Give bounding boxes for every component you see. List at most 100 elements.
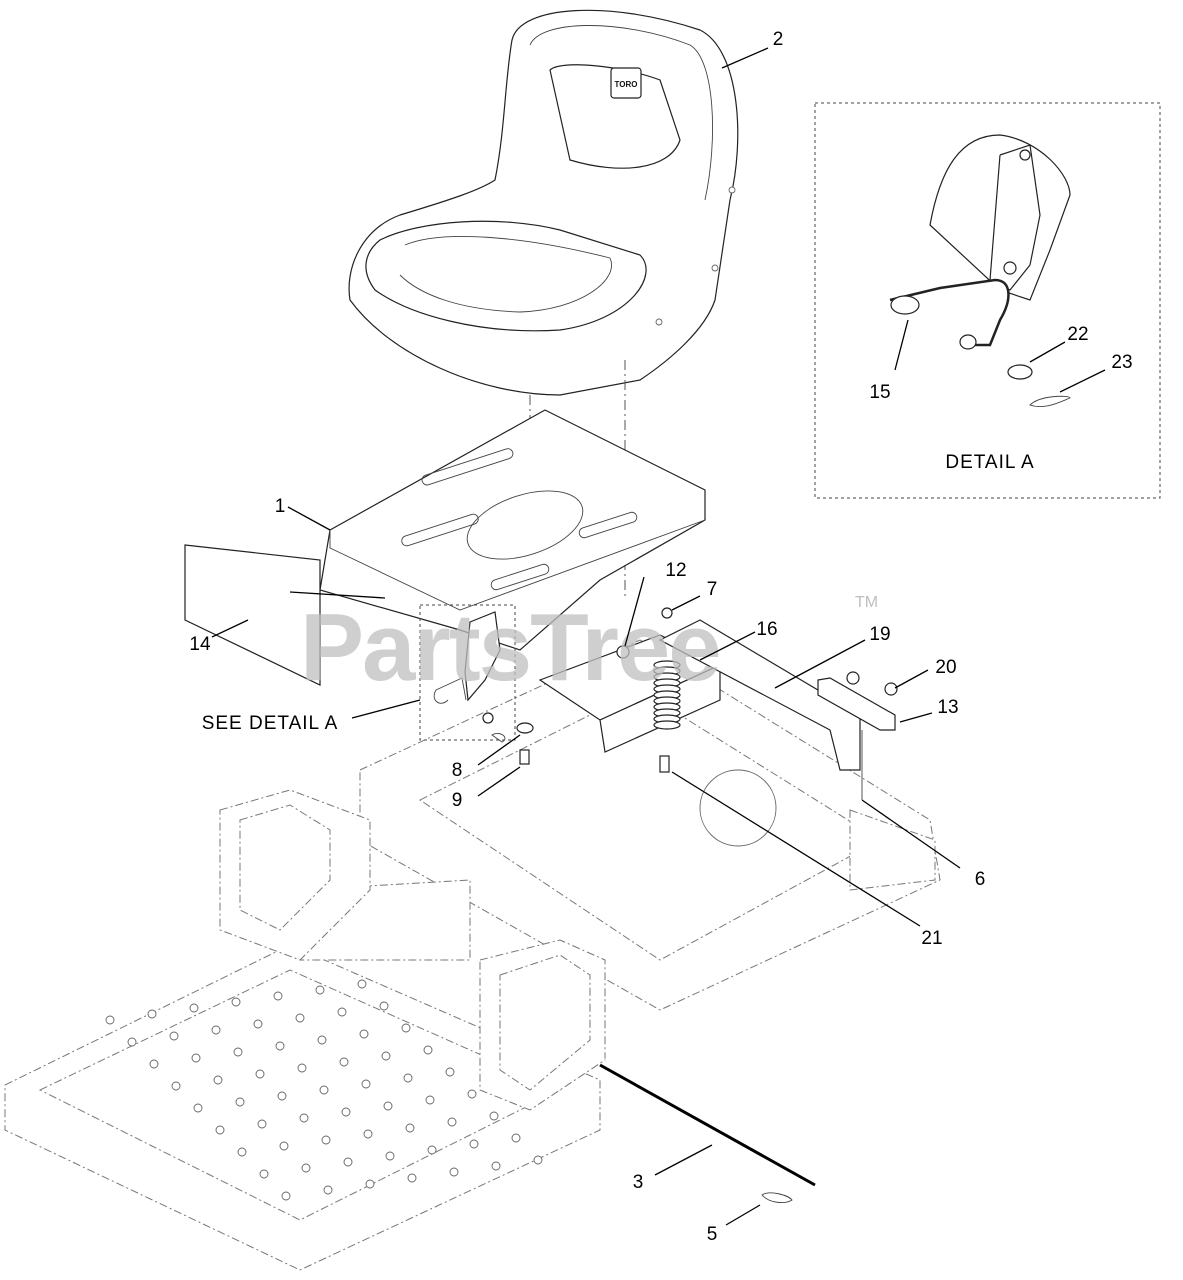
callout-20: 20 — [935, 657, 956, 678]
bolt-9 — [519, 749, 530, 765]
deck-hole — [533, 1155, 543, 1165]
deck-hole — [105, 1015, 115, 1025]
deck-hole — [403, 1073, 413, 1083]
deck-hole — [279, 1141, 289, 1151]
mower-frame — [4, 639, 941, 1271]
deck-hole — [235, 1097, 245, 1107]
deck-hole — [277, 1091, 287, 1101]
deck-hole — [233, 1047, 243, 1057]
deck-hole — [323, 1185, 333, 1195]
deck-hole — [423, 1045, 433, 1055]
spring-coil — [653, 720, 681, 730]
bolt-12 — [616, 645, 630, 659]
bolt-20 — [884, 682, 898, 696]
deck-hole — [259, 1169, 269, 1179]
deck-hole — [447, 1117, 457, 1127]
deck-hole — [295, 1013, 305, 1023]
deck-hole — [191, 1053, 201, 1063]
seat: TORO — [348, 9, 739, 396]
callout-7: 7 — [707, 579, 718, 600]
callout-19: 19 — [869, 624, 890, 645]
deck-hole — [363, 1129, 373, 1139]
callout-8: 8 — [452, 760, 463, 781]
deck-hole — [297, 1063, 307, 1073]
callout-1: 1 — [275, 496, 286, 517]
deck-hole — [339, 1057, 349, 1067]
deck-hole — [299, 1113, 309, 1123]
deck-hole — [359, 1029, 369, 1039]
deck-hole — [169, 1031, 179, 1041]
seat-badge — [610, 67, 642, 99]
deck-hole — [401, 1023, 411, 1033]
deck-hole — [467, 1089, 477, 1099]
decal-strip — [184, 544, 386, 686]
deck-hole — [357, 979, 367, 989]
deck-hole — [511, 1133, 521, 1143]
seat-badge-text: TORO — [615, 80, 638, 89]
nut-7 — [661, 607, 673, 619]
deck-hole — [255, 1069, 265, 1079]
bolt-19 — [846, 671, 860, 685]
detail-a-title: DETAIL A — [945, 452, 1034, 473]
deck-hole — [337, 1007, 347, 1017]
callout-3: 3 — [633, 1172, 644, 1193]
deck-hole — [281, 1191, 291, 1201]
seat-support-assembly — [538, 619, 896, 800]
callout-2: 2 — [773, 29, 784, 50]
deck-hole — [301, 1163, 311, 1173]
deck-hole — [211, 1025, 221, 1035]
deck-hole — [253, 1019, 263, 1029]
watermark-text: PartsTree — [300, 594, 720, 701]
deck-hole — [321, 1135, 331, 1145]
deck-hole — [275, 1041, 285, 1051]
deck-hole — [381, 1051, 391, 1061]
washer-8 — [516, 722, 534, 734]
deck-hole — [407, 1173, 417, 1183]
deck-hole — [231, 997, 241, 1007]
callout-12: 12 — [665, 560, 686, 581]
deck-hole — [193, 1103, 203, 1113]
callout-22: 22 — [1067, 324, 1088, 345]
deck-hole — [215, 1125, 225, 1135]
deck-hole — [257, 1119, 267, 1129]
deck-hole — [469, 1139, 479, 1149]
deck-hole — [341, 1107, 351, 1117]
callout-5: 5 — [707, 1224, 718, 1245]
see-detail-a: SEE DETAIL A — [202, 713, 339, 734]
deck-hole — [425, 1095, 435, 1105]
deck-hole — [489, 1111, 499, 1121]
callout-13: 13 — [937, 697, 958, 718]
seat-spring — [653, 660, 681, 730]
deck-hole — [427, 1145, 437, 1155]
callout-16: 16 — [756, 619, 777, 640]
callout-15: 15 — [869, 382, 890, 403]
callout-21: 21 — [921, 928, 942, 949]
deck-hole — [213, 1075, 223, 1085]
deck-hole — [343, 1157, 353, 1167]
deck-hole — [237, 1147, 247, 1157]
callouts: 2 1 14 SEE DETAIL A 12 7 16 19 20 13 8 9… — [189, 29, 1132, 1245]
deck-hole — [273, 991, 283, 1001]
pivot-rod — [599, 1057, 819, 1203]
deck-hole — [361, 1079, 371, 1089]
deck-hole — [127, 1037, 137, 1047]
deck-hole — [189, 1003, 199, 1013]
seat-plate — [319, 409, 706, 651]
deck-hole — [449, 1167, 459, 1177]
deck-hole — [383, 1101, 393, 1111]
deck-hole — [445, 1067, 455, 1077]
deck-hole — [147, 1009, 157, 1019]
leader-lines — [211, 47, 1106, 1226]
callout-14: 14 — [189, 634, 211, 655]
hardware — [516, 607, 898, 773]
deck-hole — [319, 1085, 329, 1095]
watermark-tm: TM — [855, 594, 878, 611]
deck-hole — [365, 1179, 375, 1189]
callout-6: 6 — [975, 869, 986, 890]
callout-9: 9 — [452, 790, 463, 811]
deck-hole — [315, 985, 325, 995]
deck-hole — [149, 1059, 159, 1069]
callout-23: 23 — [1111, 352, 1132, 373]
detail-a-box: DETAIL A — [814, 102, 1161, 499]
deck-holes — [105, 979, 543, 1201]
